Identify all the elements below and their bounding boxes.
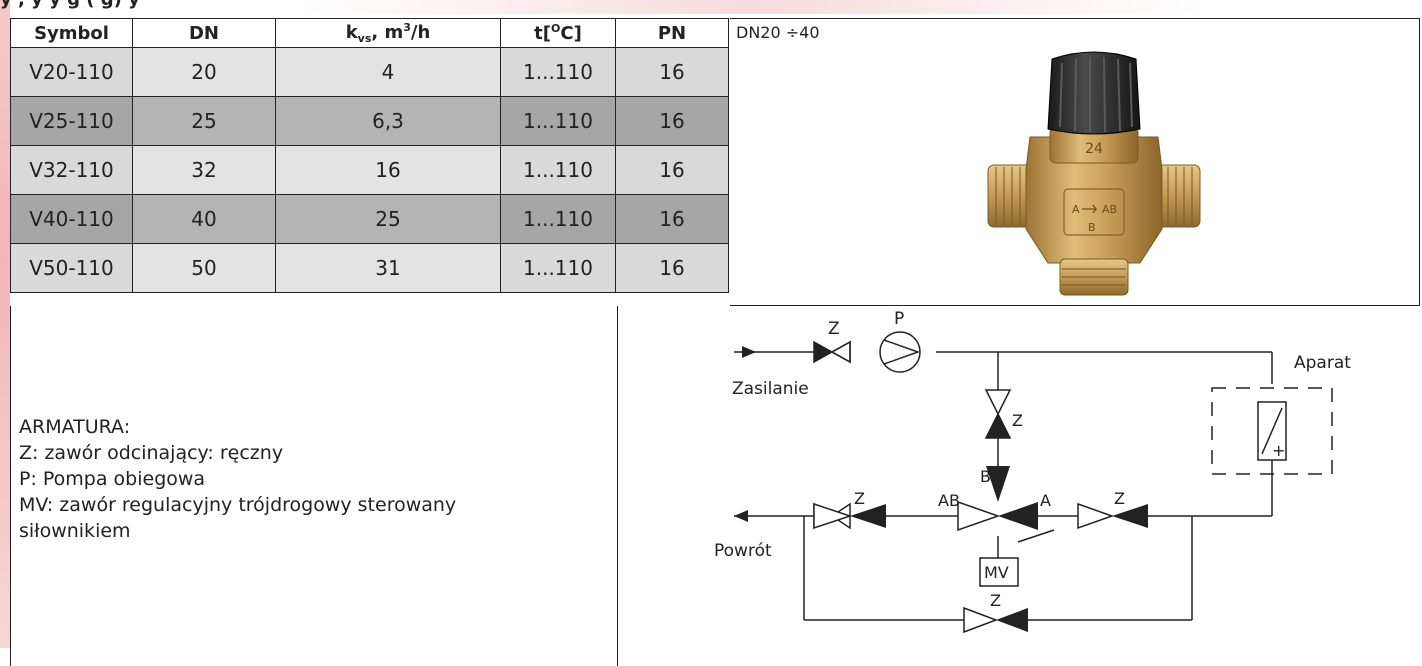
product-photo-cell: DN20 ÷40 <box>730 18 1420 306</box>
spec-table-header: Symbol DN kvs, m3/h t[OC] PN <box>10 18 729 48</box>
piping-diagram: Z P Z B AB A <box>714 309 1351 634</box>
cell-dn: 50 <box>132 243 276 293</box>
header-kvs: kvs, m3/h <box>275 18 501 48</box>
gate-valve-symbol-icon <box>963 606 1028 634</box>
flow-marking-plate <box>1063 188 1125 236</box>
port-b-label: B <box>980 467 991 486</box>
supply-arrow-icon <box>742 346 756 358</box>
cell-temp: 1...110 <box>500 243 616 293</box>
datasheet-frame: Symbol DN kvs, m3/h t[OC] PN V20-110 20 … <box>10 18 1422 666</box>
plus-sign: + <box>1272 441 1285 460</box>
cell-dn: 20 <box>132 47 276 97</box>
cell-pn: 16 <box>615 47 729 97</box>
header-temp: t[OC] <box>500 18 616 48</box>
fittings-legend: ARMATURA: Z: zawór odcinający: ręczny P:… <box>19 414 579 544</box>
table-row: V32-110 32 16 1...110 16 <box>10 145 729 195</box>
cell-dn: 25 <box>132 96 276 146</box>
section-heading-text: y , y y g ( g) y <box>0 0 700 10</box>
cell-kvs: 4 <box>275 47 501 97</box>
three-way-valve-symbol-icon <box>948 466 1050 532</box>
table-row: V40-110 40 25 1...110 16 <box>10 194 729 244</box>
header-pn: PN <box>615 18 729 48</box>
header-temp-t: t[ <box>534 23 552 44</box>
valve-knob <box>1047 51 1141 135</box>
section-heading-clipped: y , y y g ( g) y <box>0 0 700 10</box>
cell-temp: 1...110 <box>500 194 616 244</box>
actuator-box <box>979 557 1019 587</box>
flow-marking-ab: AB <box>1102 203 1117 216</box>
legend-z: Z: zawór odcinający: ręczny <box>19 442 284 464</box>
actuator-label: MV <box>984 563 1009 582</box>
cell-symbol: V50-110 <box>10 243 133 293</box>
piping-diagram-cell: Z P Z B AB A <box>618 306 1420 666</box>
cell-temp: 1...110 <box>500 47 616 97</box>
knob-number: 24 <box>1085 141 1103 157</box>
gate-valve-symbol-icon <box>1077 502 1148 530</box>
valve-label-bypass: Z <box>990 591 1001 610</box>
flow-marking-b: B <box>1088 221 1096 234</box>
table-row: V20-110 20 4 1...110 16 <box>10 47 729 97</box>
legend-p: P: Pompa obiegowa <box>19 468 206 490</box>
watermark-top <box>300 0 1200 14</box>
header-temp-sup: O <box>551 22 561 35</box>
apparatus-boundary <box>1211 387 1333 475</box>
table-row: V25-110 25 6,3 1...110 16 <box>10 96 729 146</box>
cell-kvs: 25 <box>275 194 501 244</box>
valve-label-vertical: Z <box>1012 411 1023 430</box>
cell-symbol: V20-110 <box>10 47 133 97</box>
cell-pn: 16 <box>615 243 729 293</box>
header-kvs-sub: vs <box>357 32 372 45</box>
cell-pn: 16 <box>615 145 729 195</box>
cell-pn: 16 <box>615 96 729 146</box>
gate-valve-symbol-icon <box>813 340 851 364</box>
cell-kvs: 6,3 <box>275 96 501 146</box>
supply-label: Zasilanie <box>732 379 809 399</box>
table-row: V50-110 50 31 1...110 16 <box>10 243 729 293</box>
valve-label-right: Z <box>1114 489 1125 508</box>
header-temp-end: C] <box>560 23 582 44</box>
cell-pn: 16 <box>615 194 729 244</box>
header-kvs-sup: 3 <box>403 21 411 34</box>
return-label: Powrót <box>714 541 772 561</box>
cell-temp: 1...110 <box>500 96 616 146</box>
header-kvs-end: /h <box>410 22 431 43</box>
cell-symbol: V25-110 <box>10 96 133 146</box>
cell-kvs: 16 <box>275 145 501 195</box>
legend-title: ARMATURA: <box>19 416 131 438</box>
valve-body <box>1025 136 1163 264</box>
legend-mv-cont: siłownikiem <box>19 520 131 542</box>
return-arrow-icon <box>734 510 748 522</box>
cell-symbol: V40-110 <box>10 194 133 244</box>
heat-exchanger-symbol-icon <box>1257 401 1287 461</box>
legend-mv: MV: zawór regulacyjny trójdrogowy sterow… <box>19 494 457 516</box>
header-dn: DN <box>132 18 276 48</box>
flow-marking-a: A <box>1072 203 1080 216</box>
photo-size-label: DN20 ÷40 <box>736 23 820 42</box>
cell-symbol: V32-110 <box>10 145 133 195</box>
header-symbol: Symbol <box>10 18 133 48</box>
apparatus-label: Aparat <box>1294 353 1351 373</box>
header-kvs-k: k <box>345 22 358 43</box>
cell-dn: 40 <box>132 194 276 244</box>
cell-temp: 1...110 <box>500 145 616 195</box>
valve-photo-icon: 24 A AB B <box>987 51 1201 296</box>
gate-valve-symbol-icon <box>813 502 886 530</box>
port-ab-label: AB <box>938 491 960 510</box>
header-kvs-mid: , m <box>371 22 404 43</box>
pump-symbol-icon <box>879 331 921 373</box>
gate-valve-symbol-icon <box>984 389 1012 439</box>
flow-arrow-icon <box>1082 204 1098 214</box>
valve-label-top: Z <box>828 319 840 339</box>
spec-table: Symbol DN kvs, m3/h t[OC] PN V20-110 20 … <box>10 18 729 293</box>
watermark-strip <box>0 0 10 648</box>
port-a-label: A <box>1040 491 1051 510</box>
cell-dn: 32 <box>132 145 276 195</box>
cell-kvs: 31 <box>275 243 501 293</box>
notes-cell: ARMATURA: Z: zawór odcinający: ręczny P:… <box>10 306 618 666</box>
pump-label: P <box>894 309 904 329</box>
valve-label-left: Z <box>854 489 865 508</box>
